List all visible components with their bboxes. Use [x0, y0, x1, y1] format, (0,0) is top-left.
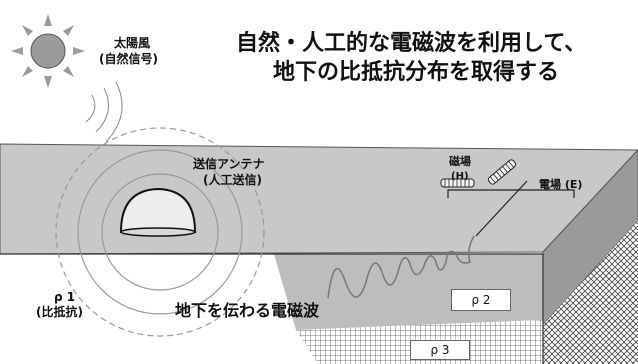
front-face-border [0, 253, 544, 364]
antenna-label-line-2: (人工送信) [203, 173, 262, 187]
antenna-label-line-1: 送信アンテナ [193, 157, 265, 171]
wave-label: 地下を伝わる電磁波 [175, 301, 320, 320]
magnetic-label-line-1: 磁場 [449, 155, 471, 168]
wave-icon [327, 235, 475, 299]
electric-label: 電場 (E) [539, 178, 583, 191]
antenna-dome-icon [119, 187, 197, 237]
title-line-1: 自然・人工的な電磁波を利用して、 [236, 31, 587, 56]
antenna-wave-rings [55, 127, 265, 337]
rho3-label: ρ 3 [410, 340, 470, 360]
magnetic-label-line-2: (H) [451, 171, 469, 182]
sun-icon [11, 14, 85, 88]
title-line-2: 地下の比抵抗分布を取得する [273, 60, 560, 85]
sun-label-line-1: 太陽風 [114, 36, 151, 50]
sun-signal-arcs [85, 81, 123, 143]
sun-label-line-2: (自然信号) [99, 52, 158, 66]
electric-probe-icon [447, 180, 575, 237]
rho1-label-line-2: (比抵抗) [36, 305, 83, 319]
magnetic-coil-icon [440, 159, 517, 188]
rho1-label-line-1: ρ 1 [54, 290, 76, 304]
ground-top-surface [0, 143, 638, 255]
ground-side-hatch [543, 221, 638, 364]
rho2-label: ρ 2 [451, 289, 511, 311]
